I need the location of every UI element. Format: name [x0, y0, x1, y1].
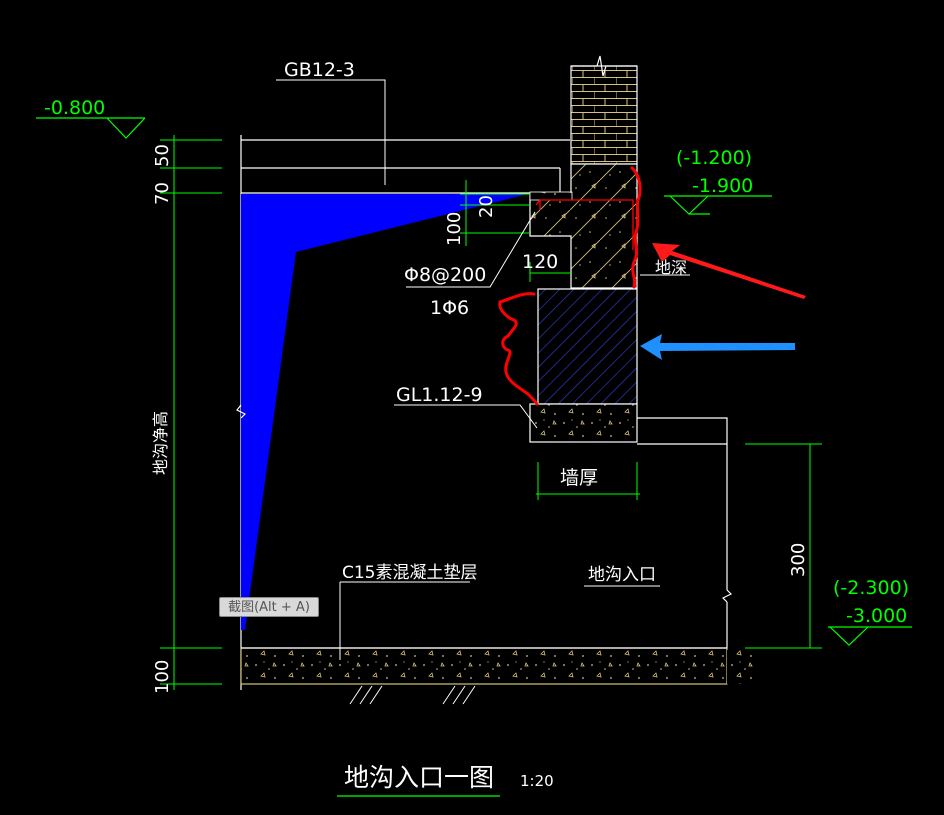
dim-20: 20 — [476, 195, 497, 218]
label-trench-clear-height: 地沟净高 — [151, 411, 170, 475]
label-rebar-dist: 1Φ6 — [430, 297, 469, 319]
lintel-block — [537, 288, 638, 405]
label-dim-120: 120 — [522, 251, 558, 273]
label-trench-depth: 地深 — [655, 258, 687, 277]
label-concrete-cushion: C15素混凝土垫层 — [342, 563, 478, 583]
rebar-lines — [535, 199, 634, 250]
red-markup-right — [630, 166, 642, 289]
dimension-300-right — [745, 443, 822, 649]
elevation-mid-paren: (-1.200) — [676, 147, 752, 169]
blue-wall-fill — [241, 194, 528, 630]
elevation-bot: -3.000 — [846, 605, 907, 627]
ground-hatch — [349, 685, 476, 705]
label-wall-thickness: 墙厚 — [560, 467, 598, 489]
footing — [529, 403, 638, 443]
elevation-mid: -1.900 — [692, 175, 753, 197]
label-title: 地沟入口一图 — [344, 763, 494, 792]
dimension-lines-left — [160, 135, 222, 690]
label-scale: 1:20 — [520, 772, 554, 790]
dim-300: 300 — [788, 543, 809, 577]
elevation-bot-paren: (-2.300) — [833, 577, 909, 599]
label-trench-entrance: 地沟入口 — [588, 565, 656, 585]
label-gb12-3: GB12-3 — [284, 59, 355, 81]
wall-thickness-dimension — [536, 462, 640, 500]
elevation-top: -0.800 — [44, 97, 105, 119]
dim-70: 70 — [152, 182, 173, 205]
red-markup-left — [498, 292, 539, 406]
elevation-symbols — [36, 117, 912, 646]
right-wall-line — [721, 444, 733, 648]
label-lintel: GL1.12-9 — [396, 384, 483, 406]
brick-wall — [570, 65, 638, 165]
ledge-right — [637, 417, 728, 445]
screenshot-tooltip: 截图(Alt + A) — [219, 597, 319, 617]
brick-wall-break — [571, 55, 637, 77]
dimension-lines-inner — [460, 180, 572, 282]
dim-50: 50 — [152, 144, 173, 167]
red-arrow — [652, 243, 806, 299]
slab-bearing-pad — [529, 191, 573, 201]
dim-100-inner: 100 — [444, 212, 465, 246]
wall-break-mark-left — [236, 404, 247, 419]
cushion-extension — [727, 650, 757, 684]
leader-lines — [276, 79, 690, 660]
blue-arrow — [640, 334, 795, 360]
dim-100-bottom: 100 — [152, 660, 173, 694]
label-rebar-main: Φ8@200 — [404, 264, 486, 286]
concrete-cushion-layer — [240, 647, 728, 685]
